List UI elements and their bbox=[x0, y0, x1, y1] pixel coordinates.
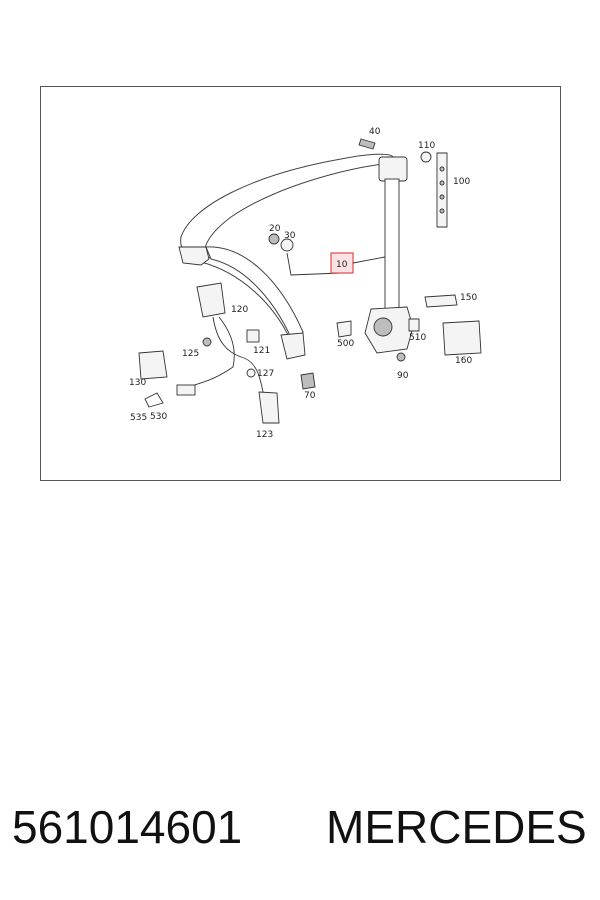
callout-125: 125 bbox=[182, 349, 199, 359]
module-160 bbox=[442, 320, 482, 356]
callout-127: 127 bbox=[257, 369, 274, 379]
footer: 561014601 MERCEDES bbox=[0, 800, 600, 860]
callout-500: 500 bbox=[337, 339, 354, 349]
clip-510 bbox=[408, 318, 420, 332]
brand-name: MERCEDES bbox=[326, 801, 587, 853]
callout-100: 100 bbox=[453, 177, 470, 187]
callout-510: 510 bbox=[409, 333, 426, 343]
callout-535: 535 bbox=[130, 413, 147, 423]
callout-90: 90 bbox=[397, 371, 409, 381]
callout-121: 121 bbox=[253, 346, 270, 356]
screw-20 bbox=[268, 233, 280, 245]
part-number: 561014601 bbox=[12, 801, 243, 853]
bracket-150 bbox=[424, 294, 458, 308]
seat-belt-strap bbox=[180, 153, 394, 342]
retractor-spool bbox=[373, 317, 393, 337]
belt-guide bbox=[178, 246, 210, 266]
cap-30 bbox=[280, 238, 294, 252]
callout-110: 110 bbox=[418, 141, 435, 151]
upper-anchor bbox=[378, 156, 408, 182]
callout-120: 120 bbox=[231, 305, 248, 315]
nut-110 bbox=[420, 151, 432, 163]
callout-160: 160 bbox=[455, 356, 472, 366]
callout-70: 70 bbox=[304, 391, 316, 401]
bolt-70 bbox=[300, 372, 316, 390]
callout-20: 20 bbox=[269, 224, 281, 234]
buckle-120 bbox=[196, 282, 226, 318]
parts-diagram: 40 110 100 20 30 10 150 120 500 510 125 … bbox=[40, 86, 561, 481]
callout-150: 150 bbox=[460, 293, 477, 303]
vertical-belt bbox=[384, 178, 400, 310]
callout-30: 30 bbox=[284, 231, 296, 241]
belt-anchor-plate bbox=[280, 332, 306, 360]
connector-530 bbox=[176, 384, 196, 396]
bracket-130 bbox=[138, 350, 168, 380]
grommet-127 bbox=[246, 368, 256, 378]
clip-121 bbox=[246, 329, 260, 343]
bolt-40 bbox=[358, 138, 376, 150]
callout-10: 10 bbox=[336, 260, 348, 270]
callout-130: 130 bbox=[129, 378, 146, 388]
bracket-123 bbox=[258, 391, 280, 424]
screw-90 bbox=[396, 352, 406, 362]
callout-530: 530 bbox=[150, 412, 167, 422]
callout-123: 123 bbox=[256, 430, 273, 440]
height-adjuster-rail-100 bbox=[436, 152, 448, 228]
seat-belt-exploded-view: 40 110 100 20 30 10 150 120 500 510 125 … bbox=[129, 127, 482, 440]
clip-500 bbox=[336, 320, 352, 338]
callout-40: 40 bbox=[369, 127, 381, 137]
bolt-125 bbox=[202, 337, 212, 347]
